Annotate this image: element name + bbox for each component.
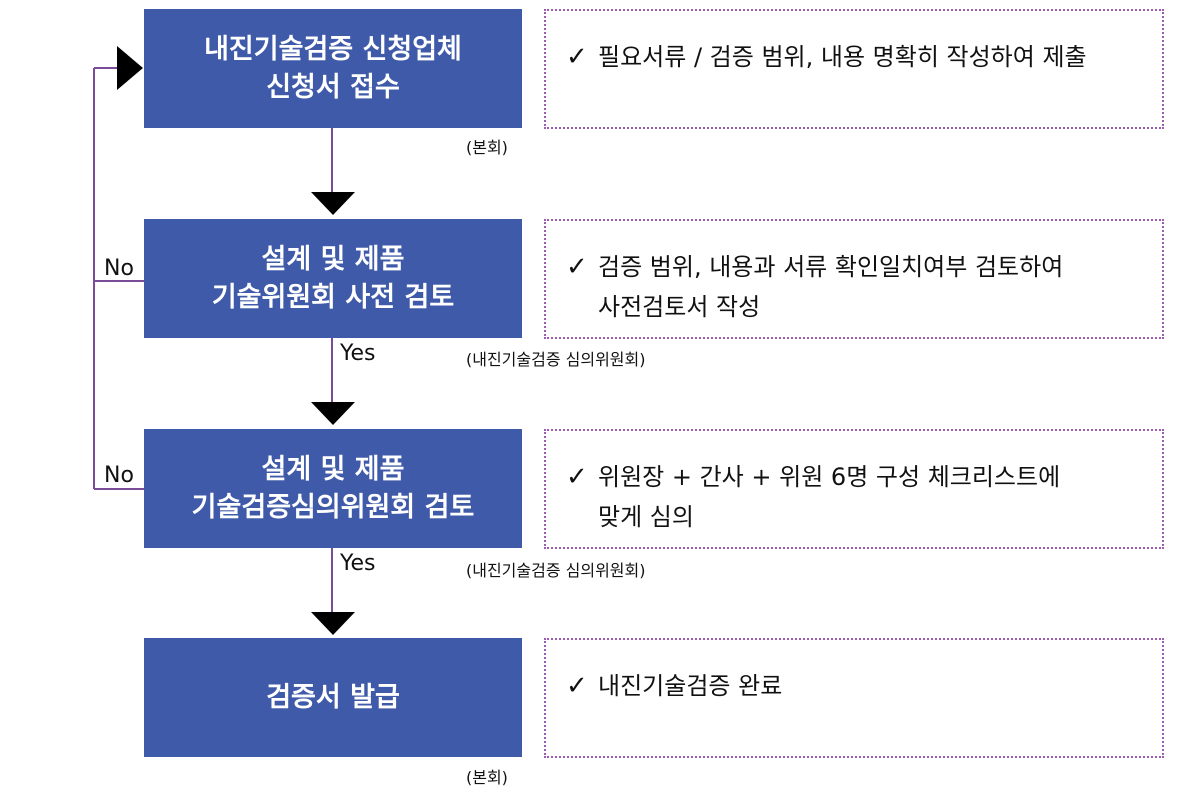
arrow-down-icon — [311, 612, 355, 635]
step-title-line2: 기술위원회 사전 검토 — [211, 281, 455, 313]
note-text: 내진기술검증 완료 — [598, 672, 783, 700]
note-text: 검증 범위, 내용과 서류 확인일치여부 검토하여 사전검토서 작성 — [598, 253, 1064, 321]
step-title-line1: 설계 및 제품 — [261, 453, 405, 485]
step-pre-review: 설계 및 제품 기술위원회 사전 검토 — [144, 219, 522, 338]
step-title-line2: 기술검증심의위원회 검토 — [191, 491, 475, 523]
step-owner: (내진기술검증 심의위원회) — [466, 561, 646, 580]
yes-label: Yes — [340, 551, 376, 576]
step-application-receipt: 내진기술검증 신청업체 신청서 접수 — [144, 9, 522, 128]
yes-label: Yes — [340, 341, 376, 366]
step-note: ✓ 검증 범위, 내용과 서류 확인일치여부 검토하여 사전검토서 작성 — [544, 219, 1164, 339]
arrow-down-icon — [311, 402, 355, 425]
check-icon: ✓ — [566, 462, 588, 492]
check-icon: ✓ — [566, 671, 588, 701]
check-icon: ✓ — [566, 252, 588, 282]
arrow-right-icon — [117, 46, 143, 90]
step-committee-review: 설계 및 제품 기술검증심의위원회 검토 — [144, 429, 522, 548]
no-label: No — [104, 256, 134, 281]
no-label: No — [104, 463, 134, 488]
step-title-line2: 신청서 접수 — [266, 71, 400, 103]
step-owner: (본회) — [466, 768, 508, 787]
note-text: 필요서류 / 검증 범위, 내용 명확히 작성하여 제출 — [598, 43, 1087, 71]
step-note: ✓ 필요서류 / 검증 범위, 내용 명확히 작성하여 제출 — [544, 9, 1164, 129]
check-icon: ✓ — [566, 42, 588, 72]
step-title-line1: 검증서 발급 — [266, 681, 400, 713]
step-owner: (본회) — [466, 138, 508, 157]
step-certificate-issue: 검증서 발급 — [144, 638, 522, 757]
step-note: ✓ 내진기술검증 완료 — [544, 638, 1164, 758]
step-title-line1: 내진기술검증 신청업체 — [204, 33, 462, 65]
step-owner: (내진기술검증 심의위원회) — [466, 350, 646, 369]
arrow-down-icon — [311, 192, 355, 215]
note-text: 위원장 + 간사 + 위원 6명 구성 체크리스트에 맞게 심의 — [598, 463, 1061, 531]
step-title-line1: 설계 및 제품 — [261, 243, 405, 275]
step-note: ✓ 위원장 + 간사 + 위원 6명 구성 체크리스트에 맞게 심의 — [544, 429, 1164, 549]
